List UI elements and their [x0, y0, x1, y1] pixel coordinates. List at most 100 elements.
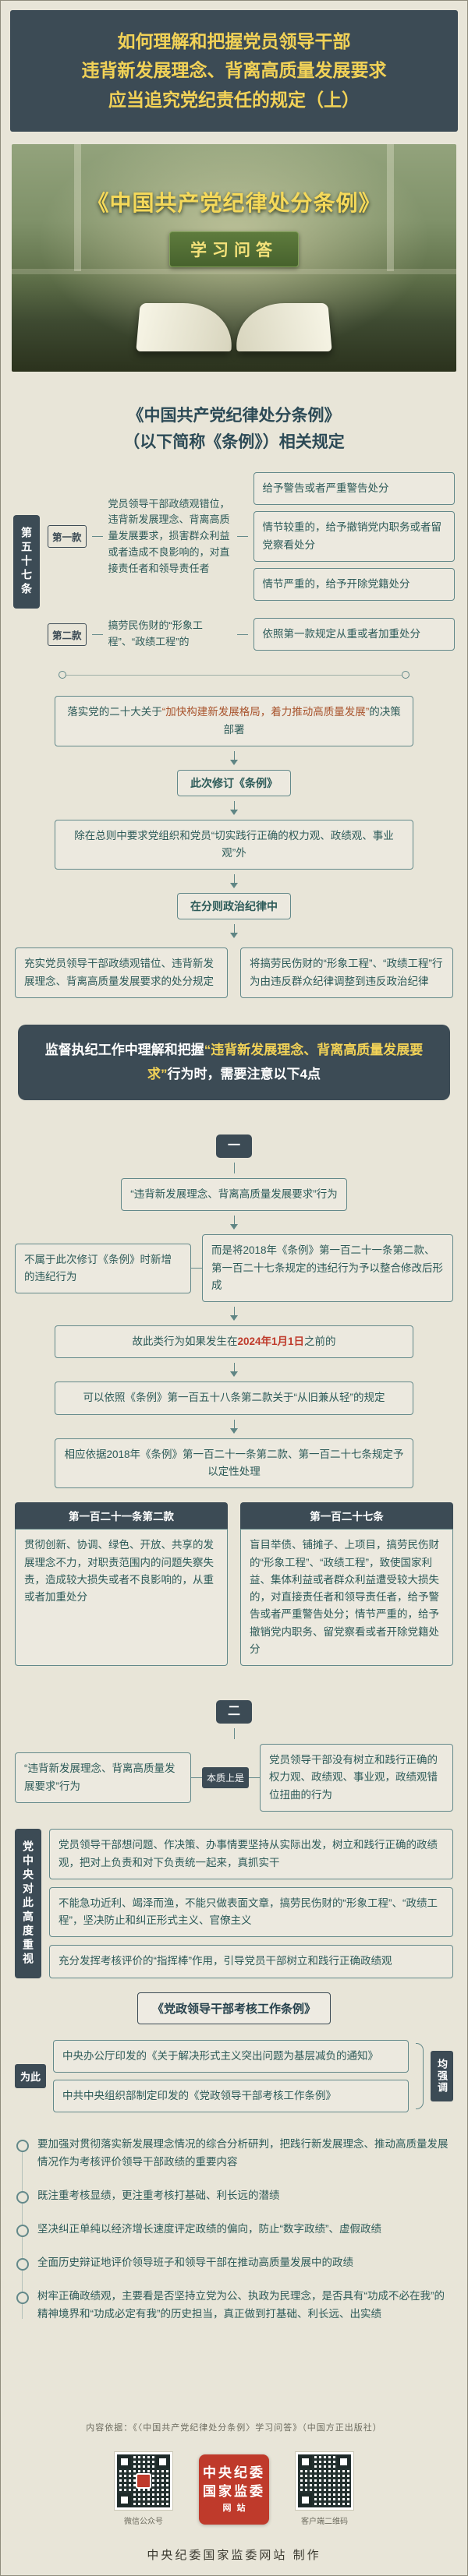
central-point-box: 不能急功近利、竭泽而渔，不能只做表面文章，搞劳民伤财的“形象工程”、“政绩工程”…: [49, 1886, 453, 1938]
bullet-item: 树牢正确政绩观，主要看是否坚持立党为公、执政为民理念，是否具有“功成不必在我”的…: [16, 2280, 452, 2331]
connector-line: [91, 633, 103, 635]
timing-date: 2024年1月1日: [237, 1336, 305, 1348]
open-book-illustration: [136, 295, 332, 351]
compare-right-body: 盲目举债、铺摊子、上项目，搞劳民伤财的“形象工程”、“政绩工程”，致使国家利益、…: [240, 1529, 453, 1667]
point-2-badge: 二: [216, 1700, 252, 1724]
qr-corner-icon: [118, 2455, 131, 2468]
client-qr-block: 客户端二维码: [295, 2451, 354, 2526]
clause-1-penalties: 给予警告或者严重警告处分 情节较重的，给予撤销党内职务或者留党察看处分 情节严重…: [253, 472, 455, 602]
timing-box: 故此类行为如果发生在2024年1月1日之前的: [55, 1325, 413, 1359]
apply-box: 相应依据2018年《条例》第一百二十一条第二款、第一百二十七条规定予以定性处理: [55, 1438, 413, 1489]
essence-subject-box: “违背新发展理念、背离高质量发展要求”行为: [15, 1752, 191, 1803]
down-arrow-icon: [1, 1419, 467, 1434]
clause-2-chip: 第二款: [48, 623, 87, 646]
section-title-line-1: 《中国共产党纪律处分条例》: [127, 406, 341, 425]
penalty-box: 情节较重的，给予撤销党内职务或者留党察看处分: [253, 511, 455, 562]
article-57-flowchart: 第五十七条 第一款 党员领导干部政绩观错位，违背新发展理念、背离高质量发展要求，…: [13, 472, 455, 651]
masthead: 如何理解和把握党员领导干部 违背新发展理念、背离高质量发展要求 应当追究党纪责任…: [10, 10, 458, 132]
ccdi-logo-line-3: 网站: [222, 2503, 251, 2513]
section-divider: [37, 671, 431, 679]
page-title-line-3: 应当追究党纪责任的规定（上）: [108, 89, 360, 110]
revision-branch-left: 充实党员领导干部政绩观错位、违背新发展理念、背离高质量发展要求的处分规定: [15, 947, 228, 998]
ccdi-logo: 中央纪委 国家监委 网站: [199, 2454, 269, 2525]
page-title-line-2: 违背新发展理念、背离高质量发展要求: [81, 60, 387, 81]
therefore-group: 为此 中央办公厅印发的《关于解决形式主义突出问题为基层减负的通知》 中共中央组织…: [15, 2039, 453, 2113]
down-arrow-icon: [1, 874, 467, 889]
window-frame-bar: [387, 143, 395, 272]
book-right-page: [232, 302, 332, 351]
down-arrow-icon: [1, 1307, 467, 1322]
bullet-item: 全面历史辩证地评价领导班子和领导干部在推动高质量发展中的政绩: [16, 2246, 452, 2280]
revision-top-pre: 落实党的二十大关于: [67, 706, 162, 718]
integration-row: 不属于此次修订《条例》时新增的违纪行为 而是将2018年《条例》第一百二十一条第…: [15, 1234, 453, 1303]
revision-top-post: 的决策部署: [223, 706, 401, 736]
qr-caption-left: 微信公众号: [124, 2518, 163, 2526]
connector-line: [191, 1777, 202, 1779]
compare-left-header: 第一百二十一条第二款: [15, 1502, 228, 1530]
connector-line: [249, 1777, 261, 1779]
bullet-ring-icon: [16, 2292, 29, 2305]
qr-corner-icon: [299, 2493, 312, 2507]
clause-1-chip: 第一款: [48, 525, 87, 549]
bullet-text: 要加强对贯彻落实新发展理念情况的综合分析研判，把践行新发展理念、推动高质量发展情…: [37, 2138, 448, 2168]
banner-post: 行为时，需要注意以下4点: [167, 1066, 321, 1082]
clause-1-row: 第一款 党员领导干部政绩观错位，违背新发展理念、背离高质量发展要求，损害群众利益…: [48, 472, 455, 602]
bullet-item: 要加强对贯彻落实新发展理念情况的综合分析研判，把践行新发展理念、推动高质量发展情…: [16, 2128, 452, 2179]
not-new-box: 不属于此次修订《条例》时新增的违纪行为: [15, 1243, 191, 1294]
qr-row: 微信公众号 中央纪委 国家监委 网站 客户端二维码: [1, 2451, 467, 2526]
bullet-item: 既注重考核显绩，更注重考核打基础、利长远的潜绩: [16, 2179, 452, 2213]
divider-line: [66, 674, 402, 676]
central-attention-group: 党中央对此高度重视 党员领导干部想问题、作决策、办事情要坚持从实际出发，树立和践…: [15, 1828, 453, 1978]
divider-dot: [402, 671, 410, 679]
revision-general-rule-box: 除在总则中要求党组织和党员“切实践行正确的权力观、政绩观、事业观”外: [55, 819, 413, 870]
ccdi-logo-line-2: 国家监委: [203, 2483, 265, 2499]
subject-box: “违背新发展理念、背离高质量发展要求”行为: [121, 1178, 347, 1212]
notice-banner: 监督执纪工作中理解和把握“违背新发展理念、背离高质量发展要求”行为时，需要注意以…: [18, 1024, 450, 1101]
central-point-stack: 党员领导干部想问题、作决策、办事情要坚持从实际出发，树立和践行正确的政绩观，把对…: [49, 1829, 453, 1978]
connector-line: [236, 633, 248, 635]
point-1-badge: 一: [216, 1134, 252, 1159]
connector-line: [236, 536, 248, 538]
clause-2-row: 第二款 搞劳民伤财的“形象工程”、“政绩工程”的 依照第一款规定从重或者加重处分: [48, 618, 455, 651]
bullet-ring-icon: [16, 2225, 29, 2238]
qr-center-logo-icon: [136, 2473, 151, 2489]
down-arrow-icon: [1, 750, 467, 765]
client-qr-code: [295, 2451, 354, 2511]
bullet-text: 全面历史辩证地评价领导班子和领导干部在推动高质量发展中的政绩: [37, 2257, 353, 2269]
doc-box: 中共中央组织部制定印发的《党政领导干部考核工作条例》: [53, 2080, 409, 2113]
wechat-qr-block: 微信公众号: [114, 2451, 173, 2526]
therefore-chip: 为此: [15, 2064, 47, 2089]
compare-right-column: 第一百二十七条 盲目举债、铺摊子、上项目，搞劳民伤财的“形象工程”、“政绩工程”…: [240, 1502, 453, 1667]
qr-corner-icon: [156, 2455, 169, 2468]
hero-subtitle-badge: 学习问答: [169, 231, 299, 267]
revision-flow-section: 落实党的二十大关于“加快构建新发展格局，着力推动高质量发展”的决策部署 此次修订…: [1, 696, 467, 998]
page-title-line-1: 如何理解和把握党员领导干部: [117, 31, 351, 51]
emphasis-bullet-list: 要加强对贯彻落实新发展理念情况的综合分析研判，把践行新发展理念、推动高质量发展情…: [1, 2128, 467, 2331]
point-2-section: 二 “违背新发展理念、背离高质量发展要求”行为 本质上是 党员领导干部没有树立和…: [1, 1700, 467, 2331]
central-point-box: 充分发挥考核评价的“指挥棒”作用，引导党员干部树立和践行正确政绩观: [49, 1945, 453, 1978]
down-arrow-icon: [1, 924, 467, 939]
old-rule-box: 可以依照《条例》第一百五十八条第二款关于“从旧兼从轻”的规定: [55, 1382, 413, 1415]
bullet-text: 坚决纠正单纯以经济增长速度评定政绩的偏向，防止“数字政绩”、虚假政绩: [37, 2223, 381, 2235]
down-arrow-icon: [1, 1363, 467, 1378]
revision-top-quote: “加快构建新发展格局，着力推动高质量发展”: [161, 706, 370, 718]
divider-dot: [58, 671, 66, 679]
compare-left-column: 第一百二十一条第二款 贯彻创新、协调、绿色、开放、共享的发展理念不力，对职责范围…: [15, 1502, 228, 1667]
bullet-ring-icon: [16, 2140, 29, 2153]
regulation-section: 《中国共产党纪律处分条例》 （以下简称《条例》）相关规定 第五十七条 第一款 党…: [1, 403, 467, 651]
essence-row: “违背新发展理念、背离高质量发展要求”行为 本质上是 党员领导干部没有树立和践行…: [15, 1744, 453, 1812]
hero-banner: 《中国共产党纪律处分条例》 学习问答: [12, 143, 456, 372]
revision-step-chip: 此次修订《条例》: [177, 769, 291, 796]
connector-line: [191, 1268, 202, 1269]
penalty-box: 给予警告或者严重警告处分: [253, 472, 455, 506]
central-attention-label: 党中央对此高度重视: [15, 1828, 41, 1978]
qr-corner-icon: [118, 2493, 131, 2507]
footer: 内容依据：《〈中国共产党纪律处分条例〉学习问答》（中国方正出版社） 微信公众号 …: [1, 2421, 467, 2563]
revision-branch-right: 将搞劳民伤财的“形象工程”、“政绩工程”行为由违反群众纪律调整到违反政治纪律: [240, 947, 453, 998]
article-57-label: 第五十七条: [13, 514, 40, 609]
attribution-note: 内容依据：《〈中国共产党纪律处分条例〉学习问答》（中国方正出版社）: [86, 2423, 382, 2433]
essence-link-chip: 本质上是: [202, 1767, 250, 1789]
connector-line: [233, 1163, 235, 1174]
revision-branches: 充实党员领导干部政绩观错位、违背新发展理念、背离高质量发展要求的处分规定 将搞劳…: [15, 947, 453, 998]
